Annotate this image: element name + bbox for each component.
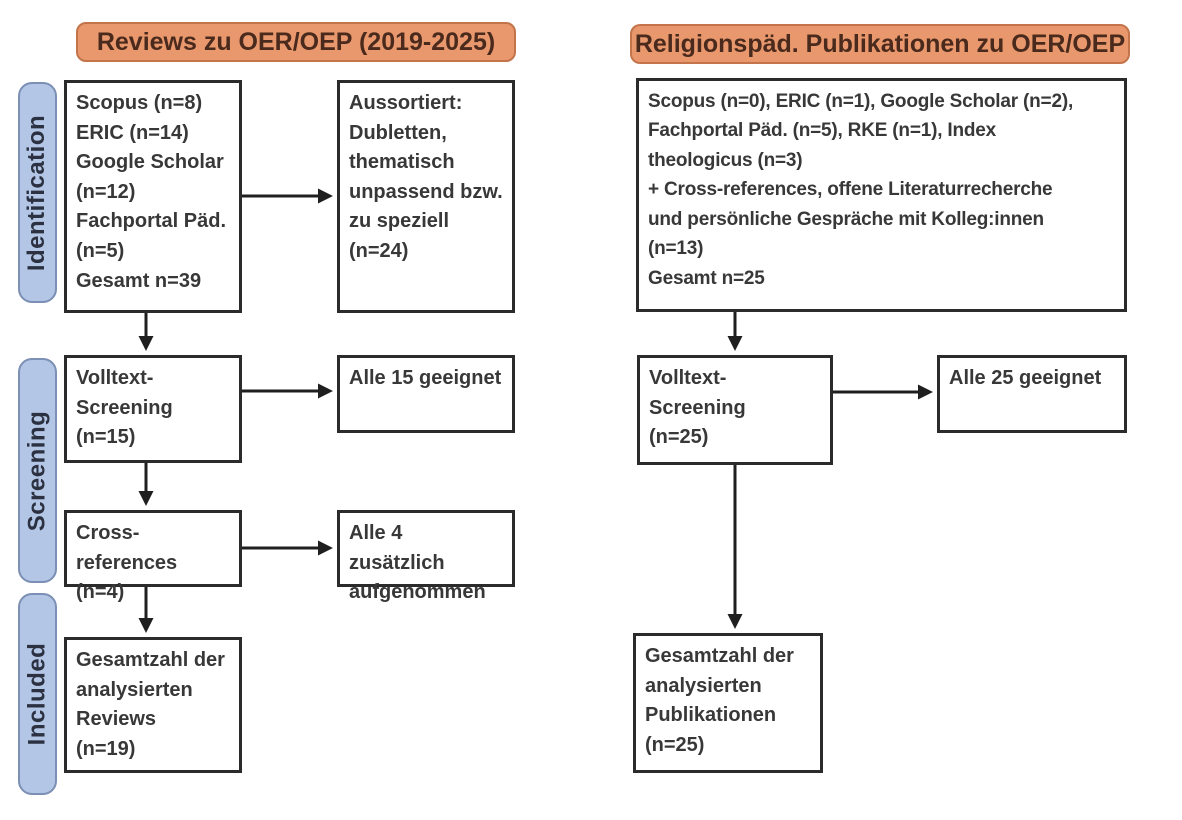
left-excluded-box: Aussortiert: Dubletten, thematisch unpas…	[337, 80, 515, 313]
stage-label-screening: Screening	[18, 358, 57, 583]
left-included-total-box: Gesamtzahl der analysierten Reviews (n=1…	[64, 637, 242, 773]
left-sources-box: Scopus (n=8) ERIC (n=14) Google Scholar …	[64, 80, 242, 313]
left-crossref-box: Cross-references (n=4)	[64, 510, 242, 603]
right-sources-box: Scopus (n=0), ERIC (n=1), Google Scholar…	[636, 78, 1127, 312]
right-fulltext-result-box: Alle 25 geeignet	[937, 355, 1127, 433]
left-fulltext-result-box: Alle 15 geeignet	[337, 355, 515, 433]
stage-label-included-text: Included	[23, 642, 51, 746]
left-fulltext-screening-box: Volltext- Screening (n=15)	[64, 355, 242, 463]
right-column-header: Religionspäd. Publikationen zu OER/OEP	[630, 24, 1130, 64]
stage-label-screening-text: Screening	[23, 410, 51, 531]
stage-label-identification-text: Identification	[23, 114, 51, 271]
stage-label-identification: Identification	[18, 82, 57, 303]
right-included-total-box: Gesamtzahl der analysierten Publikatione…	[633, 633, 823, 773]
right-fulltext-screening-box: Volltext- Screening (n=25)	[637, 355, 833, 465]
left-column-header: Reviews zu OER/OEP (2019-2025)	[76, 22, 516, 62]
stage-label-included: Included	[18, 593, 57, 795]
left-crossref-result-box: Alle 4 zusätzlich aufgenommen	[337, 510, 515, 603]
